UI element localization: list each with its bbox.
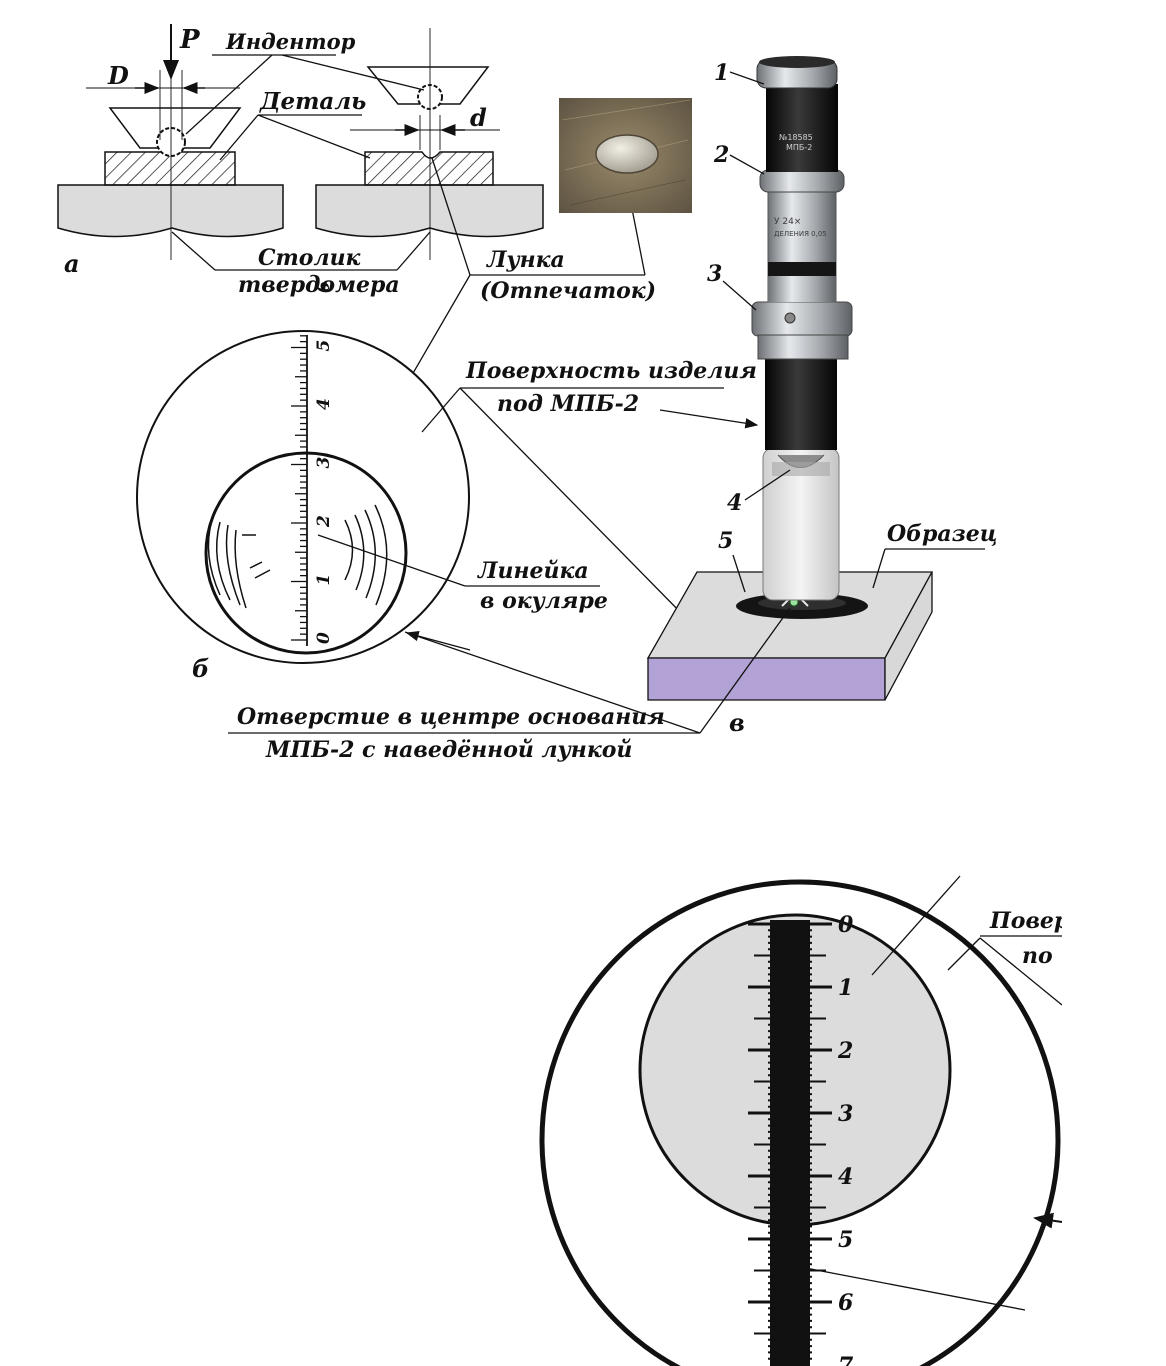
label-detal: Деталь bbox=[259, 88, 366, 115]
label-surface-1: Поверхность изделия bbox=[465, 358, 757, 384]
label-lunka-2: (Отпечаток) bbox=[480, 278, 656, 304]
engraving-3: У 24× bbox=[774, 217, 801, 227]
ruler-number: 2 bbox=[314, 515, 334, 528]
part-left bbox=[104, 151, 236, 186]
enlarged-ruler-number: 5 bbox=[838, 1227, 853, 1253]
caption: Отверстие в центре основания МПБ-2 с нав… bbox=[228, 607, 791, 763]
hardness-table-left bbox=[57, 184, 284, 238]
caption-line-2: МПБ-2 с наведённой лункой bbox=[265, 737, 632, 763]
fig-b-letter: б bbox=[192, 654, 209, 683]
sample-side bbox=[884, 571, 933, 701]
tube-upper bbox=[766, 84, 838, 172]
focus-ring bbox=[751, 301, 853, 337]
label-ruler-2: в окуляре bbox=[480, 588, 608, 614]
part-label-3: 3 bbox=[707, 261, 722, 287]
label-stolik-2: твердомера bbox=[238, 272, 400, 298]
enlarged-ruler-number: 1 bbox=[838, 975, 853, 1001]
ruler-number: 1 bbox=[314, 574, 334, 586]
tube-lower bbox=[765, 358, 837, 450]
enlarged-label-surface-1: Повер bbox=[989, 908, 1070, 934]
label-p: P bbox=[179, 25, 201, 55]
ruler-number: 6 bbox=[314, 281, 334, 293]
fig-a-letter: а bbox=[64, 249, 80, 278]
enlarged-ruler-number: 3 bbox=[838, 1101, 853, 1127]
pit-photo bbox=[559, 98, 692, 213]
enlarged-label-surface-2: по bbox=[1022, 943, 1053, 969]
engraving-4: ДЕЛЕНИЯ 0,05 bbox=[774, 230, 827, 238]
label-ruler-1: Линейка bbox=[477, 558, 589, 584]
fig-a: P D d Индентор Деталь Столик твердомера … bbox=[57, 24, 656, 469]
part-label-4: 4 bbox=[727, 490, 742, 516]
ring-2 bbox=[759, 169, 845, 193]
enlarged-ruler-number: 4 bbox=[838, 1164, 853, 1190]
enlarged-ruler-number: 6 bbox=[838, 1290, 853, 1316]
fig-v-letter: в bbox=[729, 708, 745, 737]
fig-b: 0 1 2 3 4 5 6 б Линейка в окуляре Поверхность … bbox=[136, 281, 759, 683]
sample-front bbox=[647, 657, 886, 701]
label-indentor: Индентор bbox=[225, 29, 356, 54]
enlarged-ruler-number: 2 bbox=[837, 1038, 853, 1064]
engraving-2: МПБ-2 bbox=[786, 143, 812, 152]
enlarged-ruler-number: 7 bbox=[838, 1353, 854, 1366]
ruler-number: 5 bbox=[314, 340, 334, 352]
engraving-1: №18585 bbox=[779, 133, 813, 142]
hardness-table-right bbox=[315, 184, 544, 238]
label-stolik-1: Столик bbox=[258, 245, 361, 271]
eyepiece-ruler: 0 1 2 3 4 5 6 bbox=[291, 281, 334, 646]
caption-line-1: Отверстие в центре основания bbox=[237, 704, 665, 730]
ruler-number: 0 bbox=[314, 632, 334, 644]
pit-image bbox=[595, 134, 659, 174]
enlarged-eyepiece: 0 1 2 3 4 5 6 7 Повер по bbox=[539, 860, 1166, 1366]
part-label-2: 2 bbox=[713, 142, 729, 168]
label-d: d bbox=[470, 103, 487, 132]
part-right bbox=[364, 151, 494, 186]
label-D: D bbox=[107, 61, 129, 90]
ruler-number: 4 bbox=[314, 398, 334, 410]
enlarged-ruler: 0 1 2 3 4 5 6 7 bbox=[748, 912, 854, 1366]
label-sample: Образец bbox=[887, 521, 997, 547]
part-label-1: 1 bbox=[714, 60, 729, 86]
fig-v: №18585 МПБ-2 У 24× ДЕЛЕНИЯ 0,05 1 2 3 4 … bbox=[646, 56, 997, 737]
label-surface-2: под МПБ-2 bbox=[497, 391, 639, 417]
enlarged-ruler-number: 0 bbox=[838, 912, 854, 938]
label-lunka-1: Лунка bbox=[486, 247, 565, 273]
part-label-5: 5 bbox=[718, 528, 733, 554]
ruler-number: 3 bbox=[314, 457, 334, 469]
